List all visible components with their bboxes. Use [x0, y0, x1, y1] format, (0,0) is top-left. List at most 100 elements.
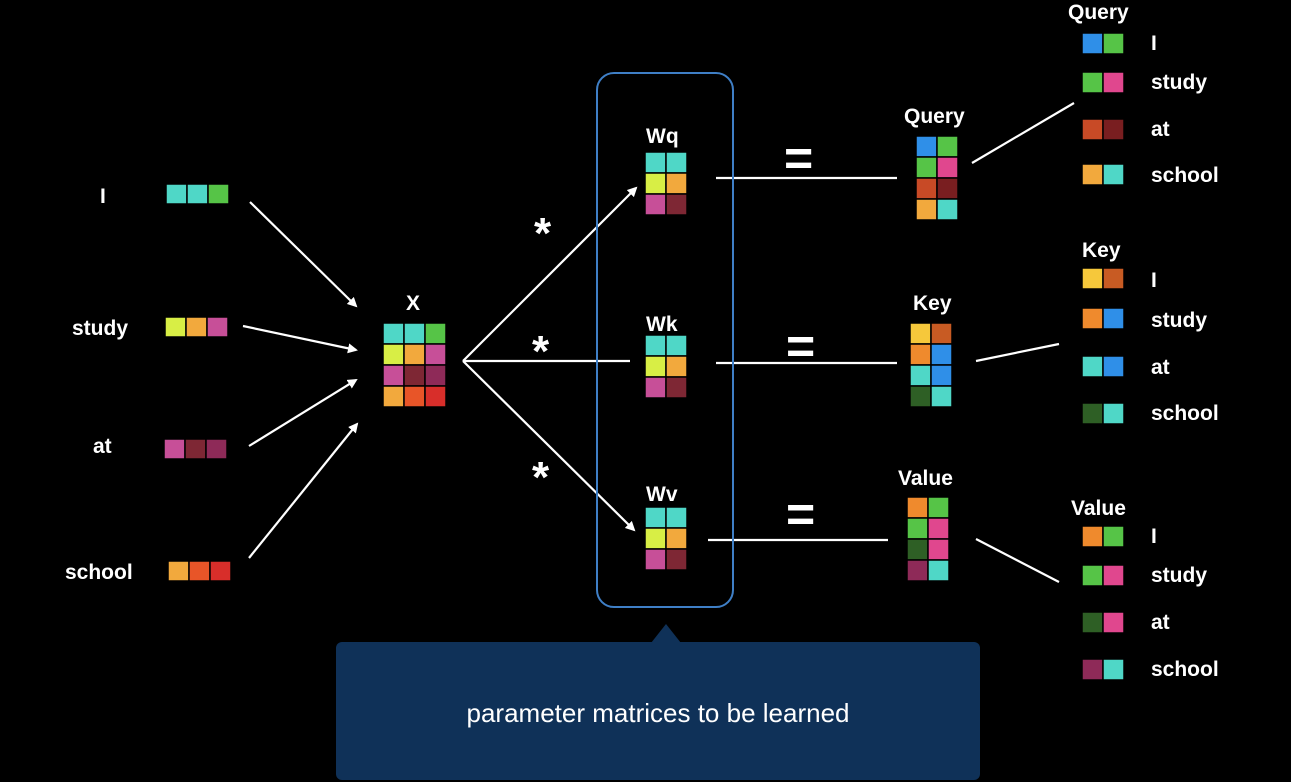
x-matrix-cell-0-1 — [403, 322, 426, 345]
equals-operator-v: = — [786, 486, 816, 542]
key-matrix-cell-0-1 — [930, 322, 953, 345]
key-matrix-cell-3-0 — [909, 385, 932, 408]
input-school-vector-cell-0-1 — [188, 560, 211, 582]
input-study-vector-cell-0-2 — [206, 316, 229, 338]
wk-matrix-cell-2-1 — [665, 376, 688, 399]
query-breakdown-school-vector-cell-0-1 — [1102, 163, 1125, 186]
query-breakdown-school-vector-cell-0-0 — [1081, 163, 1104, 186]
key-matrix-cell-2-1 — [930, 364, 953, 387]
wv-matrix-cell-2-1 — [665, 548, 688, 571]
key-breakdown-at-vector-cell-0-1 — [1102, 355, 1125, 378]
value-matrix-cell-3-0 — [906, 559, 929, 582]
arrow-at-to-x — [248, 378, 358, 447]
input-word-i: I — [100, 185, 106, 208]
equals-operator-q: = — [784, 130, 814, 186]
wq-label: Wq — [646, 125, 679, 148]
key-word-i: I — [1151, 269, 1157, 292]
value-matrix-cell-3-1 — [927, 559, 950, 582]
query-word-study: study — [1151, 71, 1208, 94]
query-breakdown-i-vector-cell-0-1 — [1102, 32, 1125, 55]
multiply-operator-v: * — [532, 453, 550, 502]
callout-pointer — [651, 624, 681, 643]
value-breakdown-i-vector-cell-0-0 — [1081, 525, 1104, 548]
query-word-at: at — [1151, 118, 1170, 141]
key-matrix-label: Key — [913, 292, 952, 315]
callout-text: parameter matrices to be learned — [466, 698, 850, 728]
query-matrix-label: Query — [904, 105, 965, 128]
x-matrix-cell-3-1 — [403, 385, 426, 408]
wk-label: Wk — [646, 313, 678, 336]
query-matrix-cell-1-1 — [936, 156, 959, 179]
query-matrix-cell-1-0 — [915, 156, 938, 179]
wv-label: Wv — [646, 483, 678, 506]
x-matrix-cell-3-2 — [424, 385, 447, 408]
arrow-x-to-wq — [462, 186, 638, 362]
input-word-study: study — [72, 317, 129, 340]
value-breakdown-study-vector-cell-0-1 — [1102, 564, 1125, 587]
wq-matrix-cell-2-1 — [665, 193, 688, 216]
value-matrix-cell-0-0 — [906, 496, 929, 519]
key-breakdown-study-vector-cell-0-1 — [1102, 307, 1125, 330]
x-matrix-cell-2-2 — [424, 364, 447, 387]
value-breakdown-at-vector-cell-0-1 — [1102, 611, 1125, 634]
arrow-study-to-x — [242, 324, 358, 354]
key-breakdown-i-vector-cell-0-1 — [1102, 267, 1125, 290]
query-breakdown-i-vector-cell-0-0 — [1081, 32, 1104, 55]
multiply-operator-k: * — [532, 327, 550, 376]
query-matrix-cell-2-1 — [936, 177, 959, 200]
value-matrix-cell-0-1 — [927, 496, 950, 519]
input-at-vector-cell-0-2 — [205, 438, 228, 460]
key-matrix-cell-2-0 — [909, 364, 932, 387]
input-i-vector-cell-0-0 — [165, 183, 188, 205]
value-word-school: school — [1151, 658, 1219, 681]
value-breakdown-at-vector-cell-0-0 — [1081, 611, 1104, 634]
input-at-vector-cell-0-0 — [163, 438, 186, 460]
weight-matrices-bracket — [596, 72, 734, 608]
line-key-to-breakdown — [975, 342, 1060, 363]
input-word-at: at — [93, 435, 112, 458]
key-breakdown-header: Key — [1082, 239, 1121, 262]
input-school-vector-cell-0-2 — [209, 560, 232, 582]
input-i-vector-cell-0-2 — [207, 183, 230, 205]
query-breakdown-header: Query — [1068, 1, 1129, 24]
value-matrix-cell-1-0 — [906, 517, 929, 540]
matrix-cells — [163, 32, 1125, 681]
line-query-to-breakdown — [971, 102, 1075, 164]
value-breakdown-school-vector-cell-0-1 — [1102, 658, 1125, 681]
x-matrix-cell-0-2 — [424, 322, 447, 345]
x-matrix-cell-1-2 — [424, 343, 447, 366]
input-i-vector-cell-0-1 — [186, 183, 209, 205]
value-breakdown-i-vector-cell-0-1 — [1102, 525, 1125, 548]
x-matrix-cell-1-0 — [382, 343, 405, 366]
key-matrix-cell-3-1 — [930, 385, 953, 408]
query-word-i: I — [1151, 32, 1157, 55]
key-breakdown-i-vector-cell-0-0 — [1081, 267, 1104, 290]
equals-operator-k: = — [786, 318, 816, 374]
key-matrix-cell-1-1 — [930, 343, 953, 366]
value-breakdown-school-vector-cell-0-0 — [1081, 658, 1104, 681]
value-matrix-cell-2-0 — [906, 538, 929, 561]
query-matrix-cell-2-0 — [915, 177, 938, 200]
x-matrix-cell-2-0 — [382, 364, 405, 387]
input-study-vector-cell-0-1 — [185, 316, 208, 338]
value-word-study: study — [1151, 564, 1208, 587]
query-matrix-cell-3-1 — [936, 198, 959, 221]
x-matrix-cell-1-1 — [403, 343, 426, 366]
value-matrix-cell-2-1 — [927, 538, 950, 561]
multiply-operator-q: * — [534, 209, 552, 258]
key-breakdown-school-vector-cell-0-0 — [1081, 402, 1104, 425]
query-breakdown-at-vector-cell-0-0 — [1081, 118, 1104, 141]
query-word-school: school — [1151, 164, 1219, 187]
x-matrix-cell-2-1 — [403, 364, 426, 387]
query-breakdown-study-vector-cell-0-0 — [1081, 71, 1104, 94]
value-word-at: at — [1151, 611, 1170, 634]
key-breakdown-study-vector-cell-0-0 — [1081, 307, 1104, 330]
x-matrix-cell-3-0 — [382, 385, 405, 408]
query-matrix-cell-0-0 — [915, 135, 938, 158]
value-matrix-label: Value — [898, 467, 953, 490]
query-matrix-cell-3-0 — [915, 198, 938, 221]
value-breakdown-header: Value — [1071, 497, 1126, 520]
query-breakdown-study-vector-cell-0-1 — [1102, 71, 1125, 94]
value-matrix-cell-1-1 — [927, 517, 950, 540]
